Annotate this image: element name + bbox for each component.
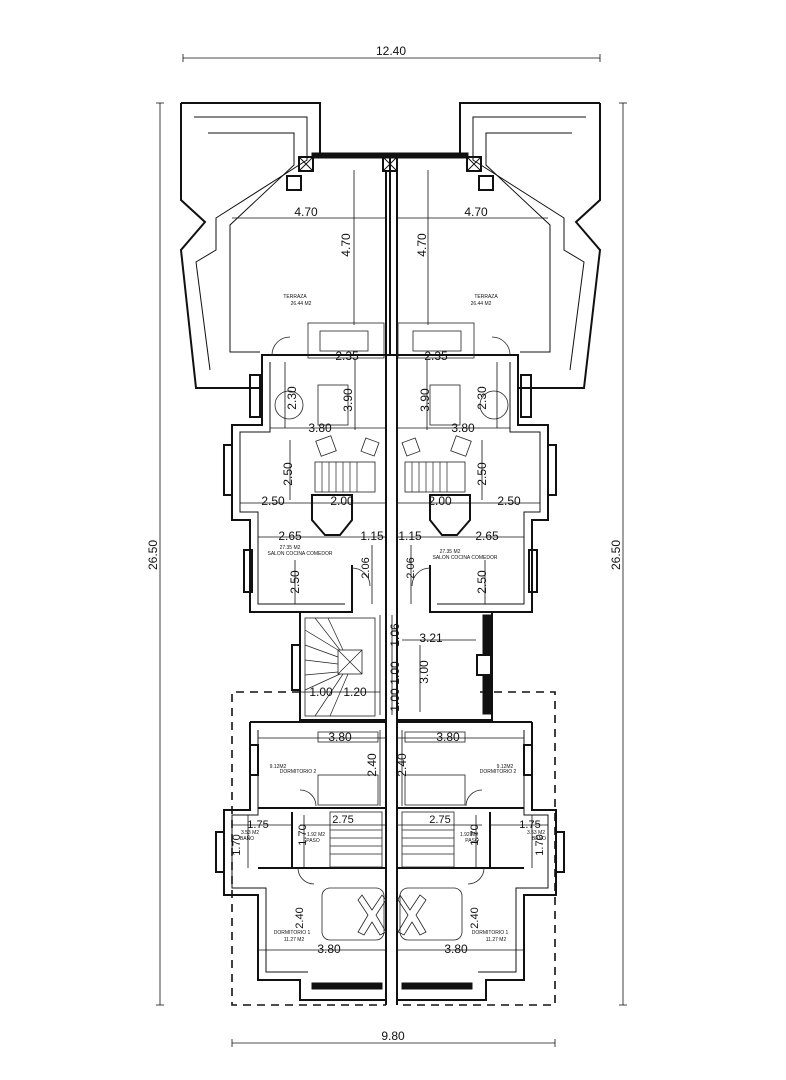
hall-right-width: 2.75 (429, 814, 450, 826)
bath-right-width: 1.75 (519, 819, 540, 831)
bedroom1-right-name: DORMITORIO 1 (472, 930, 509, 936)
kitchen-right-width: 2.65 (475, 529, 499, 543)
living-left-width: 3.80 (308, 421, 332, 435)
living-left-name: SALON COCINA COMEDOR (267, 551, 332, 557)
overall-length-left: 26.50 (146, 540, 160, 570)
bedroom1-left-area: 11.27 M2 (284, 937, 305, 943)
hall-left-area: 1.92 M2 (307, 832, 325, 838)
hall-right-area: 1.92 M2 (460, 832, 478, 838)
core-c: 1.06 (388, 623, 402, 647)
living-right-depth-b: 2.30 (475, 386, 489, 410)
bedroom1-right-width: 3.80 (444, 942, 468, 956)
hall-left-depth: 1.70 (297, 824, 309, 845)
stair-right-width: 2.00 (428, 494, 452, 508)
kitchen-left-width: 2.65 (278, 529, 302, 543)
living-right-depth-c: 2.50 (475, 462, 489, 486)
overall-width-bottom: 9.80 (381, 1029, 405, 1043)
core-width: 3.21 (419, 631, 443, 645)
core-b: 1.00 (388, 661, 402, 685)
overall-dimensions: 12.40 9.80 26.50 26.50 (146, 44, 627, 1047)
living-left-depth-a: 3.90 (341, 388, 355, 412)
bottom-right-depth: 2.50 (475, 570, 489, 594)
living-left-area: 27.35 M2 (280, 545, 301, 551)
terrace-left-area: 26.44 M2 (291, 301, 312, 307)
door-right-width: 2.06 (405, 557, 417, 578)
door-left-width: 2.06 (360, 557, 372, 578)
bath-right-depth: 1.70 (534, 834, 546, 855)
bedroom1-right-depth: 2.40 (469, 907, 481, 928)
bedroom2-right-width: 3.80 (436, 730, 460, 744)
core-a: 1.00 (388, 688, 402, 712)
living-right-width: 3.80 (451, 421, 475, 435)
bedroom2-left-depth: 2.40 (365, 753, 379, 777)
bath-right-area: 3.53 M2 (527, 830, 545, 836)
living-right-area: 27.35 M2 (440, 549, 461, 555)
bedroom2-left-width: 3.80 (328, 730, 352, 744)
bottom-left-depth: 2.50 (288, 570, 302, 594)
core-d: 1.00 (309, 685, 333, 699)
bedroom2-left-name: DORMITORIO 2 (280, 769, 317, 775)
bath-left-area: 3.53 M2 (241, 830, 259, 836)
bedroom1-left-name: DORMITORIO 1 (274, 930, 311, 936)
hall-right-depth: 1.70 (469, 824, 481, 845)
terrace-left-depth: 4.70 (339, 233, 353, 257)
core-e: 1.20 (343, 685, 367, 699)
bedroom2-right-name: DORMITORIO 2 (480, 769, 517, 775)
core-depth: 3.00 (417, 660, 431, 684)
terrace-left-name: TERRAZA (283, 294, 307, 300)
central-core: 3.21 3.00 1.06 1.00 1.00 1.00 1.20 (291, 612, 493, 721)
overall-width-top: 12.40 (376, 44, 406, 58)
side-left-depth: 2.50 (261, 494, 285, 508)
door-swings (271, 336, 511, 885)
stair-left-width: 2.00 (330, 494, 354, 508)
hall-left-name: PASO (306, 838, 320, 844)
living-right-upper-width: 2.35 (424, 349, 448, 363)
hall-left-width: 2.75 (332, 814, 353, 826)
living-right-depth-a: 3.90 (418, 388, 432, 412)
bath-left-depth: 1.70 (231, 834, 243, 855)
bedroom2-right-area: 9.12M2 (497, 764, 514, 770)
overall-length-right: 26.50 (609, 540, 623, 570)
living-right-name: SALON COCINA COMEDOR (432, 555, 497, 561)
bath-left-name: BAÑO (240, 835, 254, 842)
living-left-upper-width: 2.35 (335, 349, 359, 363)
bedroom1-right-area: 11.27 M2 (486, 937, 507, 943)
terrace-right-width: 4.70 (464, 205, 488, 219)
terrace-right-depth: 4.70 (415, 233, 429, 257)
passage-left-width: 1.15 (360, 529, 384, 543)
side-right-depth: 2.50 (497, 494, 521, 508)
bedroom1-left-depth: 2.40 (294, 907, 306, 928)
living-left-depth-c: 2.50 (281, 462, 295, 486)
terrace-left-width: 4.70 (294, 205, 318, 219)
bedroom2-right-depth: 2.40 (395, 753, 409, 777)
terrace-right-name: TERRAZA (474, 294, 498, 300)
terraces: 4.70 4.70 4.70 4.70 TERRAZA 26.44 M2 TER… (179, 102, 602, 1005)
hall-right-name: PASO (465, 838, 479, 844)
ground-floor: 2.35 2.35 3.90 3.90 2.30 2.30 3.80 3.80 … (223, 322, 557, 613)
bath-left-width: 1.75 (247, 819, 268, 831)
bedroom2-left-area: 9.12M2 (270, 764, 287, 770)
living-left-depth-b: 2.30 (285, 386, 299, 410)
bedroom1-left-width: 3.80 (317, 942, 341, 956)
bath-right-name: BAÑO (532, 835, 546, 842)
passage-right-width: 1.15 (398, 529, 422, 543)
upper-floor: 3.80 3.80 2.40 2.40 9.12M2 DORMITORIO 2 … (215, 691, 565, 1006)
terrace-right-area: 26.44 M2 (471, 301, 492, 307)
